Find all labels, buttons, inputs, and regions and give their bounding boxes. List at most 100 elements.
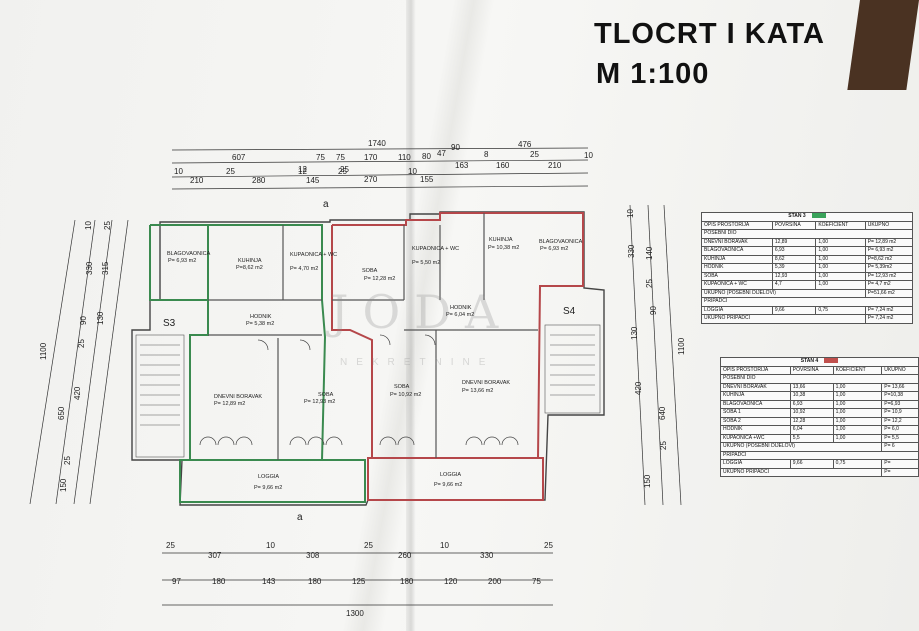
- room-name: LOGGIA: [258, 474, 279, 480]
- stan3-section: PRIPADCI: [701, 297, 913, 307]
- table-cell: SOBA 1: [720, 408, 791, 418]
- stan4-header: POVRŠINA: [789, 365, 834, 375]
- table-cell: LOGGIA: [720, 459, 791, 469]
- dim-bot-r1-3: 308: [306, 551, 320, 560]
- dim-top-r3-10: 163: [455, 161, 469, 170]
- table-cell: 1,00: [832, 391, 883, 401]
- dim-top-r3-11: 160: [496, 161, 510, 170]
- stan4-section: PRIPADCI: [720, 450, 919, 460]
- room-name: KUPAONICA + WC: [290, 252, 337, 258]
- dim-top-r3-1: 210: [190, 176, 204, 185]
- windows: [199, 334, 519, 446]
- table-cell: 1,00: [815, 280, 866, 290]
- room-name: BLAGOVAONICA: [539, 239, 583, 245]
- table-cell: KUPAONICA + WC: [701, 280, 773, 290]
- table-cell: P= 5,39m2: [864, 263, 914, 273]
- room-area: P= 13,66 m2: [462, 388, 493, 394]
- dim-top-r1-3: 170: [364, 153, 378, 162]
- dim-top-r3-0: 10: [174, 167, 183, 176]
- table-cell: DNEVNI BORAVAK: [701, 237, 773, 247]
- stan3-table: STAN 3 OPIS PROSTORIJA POVRŠINA KOEFICIE…: [701, 212, 914, 324]
- room-area: P= 5,38 m2: [246, 321, 274, 327]
- table-cell: KUHINJA: [701, 254, 773, 264]
- dim-left-9: 25: [63, 456, 72, 465]
- room-name: SOBA: [318, 392, 334, 398]
- dim-top-total: 1740: [368, 139, 386, 148]
- dim-bot-r1-4: 25: [364, 541, 373, 550]
- table-cell: 9,66: [789, 459, 834, 469]
- table-cell: 10,92: [789, 408, 834, 418]
- room-area: P= 10,38 m2: [488, 245, 519, 251]
- room-name: SOBA: [394, 384, 410, 390]
- stan4-header: UKUPNO: [881, 365, 919, 375]
- dim-top-r1-8: 476: [518, 140, 532, 149]
- dim-top-r2-1: 25: [340, 165, 349, 174]
- table-cell: 12,93: [771, 271, 817, 281]
- stairwell-s4: [544, 324, 601, 414]
- room-name: KUHINJA: [238, 258, 262, 264]
- paper-fold: [406, 0, 416, 631]
- dim-top-r2-0: 12: [298, 165, 307, 174]
- room-name: DNEVNI BORAVAK: [462, 380, 510, 386]
- dim-right-1: 330: [627, 244, 636, 258]
- dim-top-r3-6: 25: [338, 167, 347, 176]
- stan4-title-cell: STAN 4: [720, 357, 919, 367]
- table-cell: P= 4,7 m2: [864, 280, 914, 290]
- table-cell: 13,66: [789, 382, 834, 392]
- table-cell: 9,66: [771, 305, 817, 315]
- room-area: P= 10,92 m2: [390, 392, 421, 398]
- stan4-header: KOEFICIENT: [832, 365, 883, 375]
- stairwell-s3: [135, 334, 185, 458]
- table-cell: 1,00: [832, 425, 883, 435]
- stan3-header: POVRŠINA: [771, 220, 817, 230]
- dim-bot-r2-8: 75: [532, 577, 541, 586]
- bottom-dimension-lines: [162, 552, 553, 606]
- dim-right-5: 130: [630, 326, 639, 340]
- table-cell: P= 12,2: [881, 416, 919, 426]
- table-cell: 0,75: [815, 305, 866, 315]
- dim-right-4: 90: [649, 306, 658, 315]
- table-cell: 1,00: [832, 416, 883, 426]
- room-area: P= 6,04 m2: [446, 312, 474, 318]
- table-cell: 1,00: [832, 399, 883, 409]
- stan4-extra-total-label: UKUPNO PRIPADCI: [719, 467, 883, 477]
- dim-right-0: 10: [626, 209, 635, 218]
- room-name: KUHINJA: [489, 237, 513, 243]
- section-marker-top: a: [323, 199, 329, 210]
- dim-bot-r2-7: 200: [488, 577, 502, 586]
- dim-top-r1-2: 75: [336, 153, 345, 162]
- table-cell: LOGGIA: [701, 305, 773, 315]
- stan4-table: STAN 4 OPIS PROSTORIJA POVRŠINA KOEFICIE…: [719, 357, 919, 477]
- room-area: P= 4,70 m2: [290, 266, 318, 272]
- dim-top-r1-0: 607: [232, 153, 246, 162]
- stan4-outline: [331, 212, 584, 501]
- watermark-logo: JODA: [326, 285, 512, 339]
- stan3-total-value: P=51,66 m2: [864, 288, 914, 298]
- table-cell: 5,5: [789, 433, 834, 443]
- dim-bot-r1-1: 307: [208, 551, 222, 560]
- dim-top-r3-7: 270: [364, 175, 378, 184]
- dim-bot-r2-2: 143: [262, 577, 276, 586]
- table-cell: KUPAONICA +WC: [720, 433, 791, 443]
- table-cell: 1,00: [815, 263, 866, 273]
- table-cell: 10,38: [789, 391, 834, 401]
- room-name: DNEVNI BORAVAK: [214, 394, 262, 400]
- dim-bot-r2-6: 120: [444, 577, 458, 586]
- room-area: P= 9,66 m2: [254, 485, 282, 491]
- table-cell: P= 12,93 m2: [864, 271, 914, 281]
- watermark-subtitle: NEKRETNINE: [340, 357, 494, 368]
- stan3-color-swatch: [811, 213, 826, 219]
- dim-bot-r2-4: 125: [352, 577, 366, 586]
- table-cell: P= 7,24 m2: [864, 305, 914, 315]
- table-cell: 12,28: [789, 416, 834, 426]
- dim-left-2: 330: [85, 261, 94, 275]
- room-area: P= 5,50 m2: [412, 260, 440, 266]
- dim-bot-r2-3: 180: [308, 577, 322, 586]
- dim-top-r2-3: 25: [530, 150, 539, 159]
- room-name: KUPAONICA + WC: [412, 246, 459, 252]
- stan3-total-label: UKUPNO (POSEBNI DIJELOVI): [701, 288, 866, 298]
